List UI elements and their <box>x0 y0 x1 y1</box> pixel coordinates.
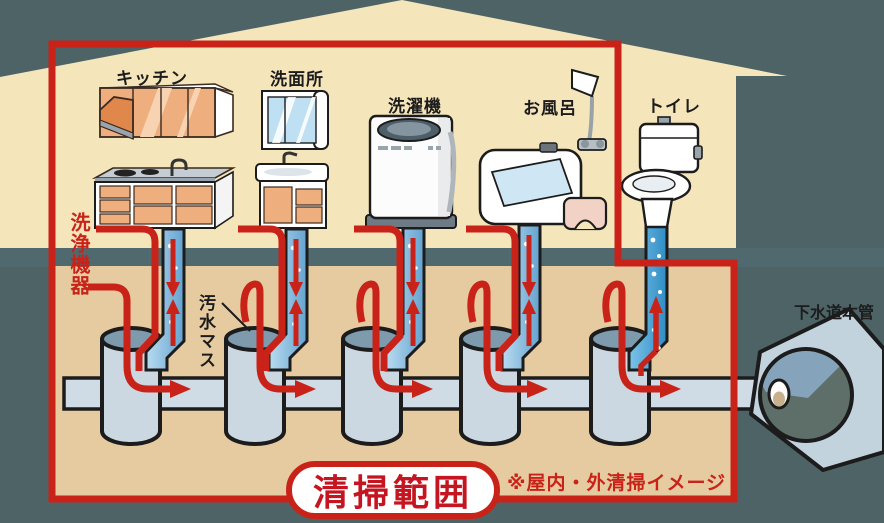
flow-arrowheads <box>170 296 681 398</box>
cleaning-note: ※屋内・外清掃イメージ <box>507 473 727 494</box>
washroom-faucet <box>282 151 298 164</box>
pipe-clean-arrows <box>166 235 536 346</box>
washer-hose <box>446 131 457 213</box>
bath-faucet <box>539 142 558 153</box>
kitchen-faucet <box>170 158 188 176</box>
sewer-main-label: 下水道本管 <box>794 305 875 322</box>
toilet-tank <box>638 122 700 174</box>
cleaning-range-badge: 清掃範囲 <box>286 461 500 519</box>
basin5-hose <box>602 280 660 393</box>
cabinet-highlights <box>140 88 201 137</box>
kitchen-label: キッチン <box>116 69 188 88</box>
kitchen-drawers <box>99 185 213 225</box>
basin-label-leader <box>221 302 251 332</box>
kitchen-illustration <box>91 83 237 230</box>
cleaning-equipment-label: 洗浄機器 <box>67 212 89 296</box>
washer-hose <box>354 225 404 371</box>
bath-label: お風呂 <box>523 99 577 118</box>
shower-head <box>571 68 600 98</box>
equipment-hose <box>88 283 170 393</box>
basin4-hose <box>467 280 527 393</box>
bath-hose <box>466 225 519 371</box>
flush-lever <box>693 145 703 160</box>
washing-machine-illustration <box>365 114 457 229</box>
basin3-hose <box>356 280 412 393</box>
toilet-label: トイレ <box>647 97 701 116</box>
cleaning-range-border <box>48 40 738 503</box>
basin2-hose <box>240 280 295 393</box>
bath-water <box>490 157 574 208</box>
vanity-doors <box>263 186 323 224</box>
cleaning-hoses <box>88 225 660 393</box>
toilet-hose <box>638 312 659 376</box>
washroom-illustration <box>255 90 329 229</box>
sewage-basin-label: 汚水マス <box>196 294 215 370</box>
bath-illustration <box>478 68 608 231</box>
toilet-illustration <box>620 116 703 229</box>
floor-band <box>0 248 884 267</box>
cleaning-range-badge-text: 清掃範囲 <box>312 472 473 513</box>
washroom-label: 洗面所 <box>270 70 324 89</box>
washing-machine-label: 洗濯機 <box>388 97 442 116</box>
sewer-main-pipe <box>749 307 884 472</box>
washroom-hose <box>238 225 286 371</box>
washer-controls <box>378 146 441 150</box>
kitchen-hose <box>96 225 159 371</box>
